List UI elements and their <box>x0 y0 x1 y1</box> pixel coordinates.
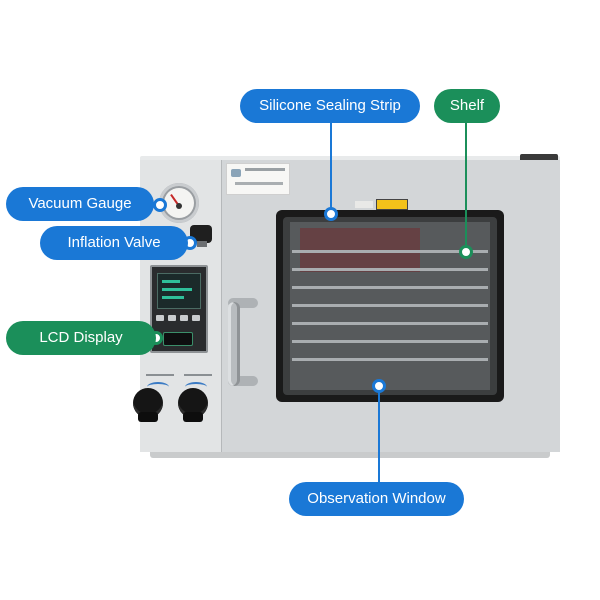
power-switch <box>163 332 193 346</box>
handle-arm-bottom <box>228 376 258 386</box>
callout-silicone-sealing-strip: Silicone Sealing Strip <box>240 89 420 123</box>
knob-caption <box>184 374 212 376</box>
target-dot-icon <box>153 198 167 212</box>
handle-arm-top <box>228 298 258 308</box>
shelf-rail <box>292 358 488 361</box>
shelf-rail <box>292 322 488 325</box>
callout-vacuum-gauge: Vacuum Gauge <box>6 187 154 221</box>
rotate-arrow-icon <box>147 382 169 392</box>
knob-caption <box>146 374 174 376</box>
shelf-rail <box>292 304 488 307</box>
shelf-rail <box>292 268 488 271</box>
lcd-readout-line <box>162 296 184 299</box>
callout-connector <box>330 122 332 212</box>
target-dot-icon <box>372 379 386 393</box>
rotate-arrow-icon <box>185 382 207 392</box>
controller-button <box>180 315 188 321</box>
knob-base <box>183 412 203 422</box>
shelf-rail <box>292 286 488 289</box>
callout-lcd-display: LCD Display <box>6 321 156 355</box>
controller-button <box>168 315 176 321</box>
brand-logo-icon <box>231 169 241 177</box>
oven-top-edge <box>140 156 560 162</box>
target-dot-icon <box>459 245 473 259</box>
lcd-readout-line <box>162 288 192 291</box>
door-handle <box>228 302 240 386</box>
knob-base <box>138 412 158 422</box>
callout-observation-window: Observation Window <box>289 482 464 516</box>
target-dot-icon <box>324 207 338 221</box>
warning-text-strip <box>355 201 373 208</box>
oven-base <box>150 452 550 458</box>
controller-button <box>156 315 164 321</box>
shelf-rail <box>292 340 488 343</box>
shelf-rail <box>292 250 488 253</box>
valve-stem <box>197 241 207 247</box>
callout-shelf: Shelf <box>434 89 500 123</box>
warning-label-icon <box>376 199 408 210</box>
controller-button <box>192 315 200 321</box>
lcd-screen <box>157 273 201 309</box>
callout-connector <box>465 122 467 248</box>
nameplate-model-line <box>245 168 285 171</box>
nameplate-title-line <box>235 182 283 185</box>
nameplate <box>226 163 290 195</box>
gauge-hub <box>176 203 182 209</box>
lcd-readout-line <box>162 280 180 283</box>
vent-icon <box>520 154 558 162</box>
callout-inflation-valve: Inflation Valve <box>40 226 188 260</box>
callout-connector <box>378 392 380 484</box>
